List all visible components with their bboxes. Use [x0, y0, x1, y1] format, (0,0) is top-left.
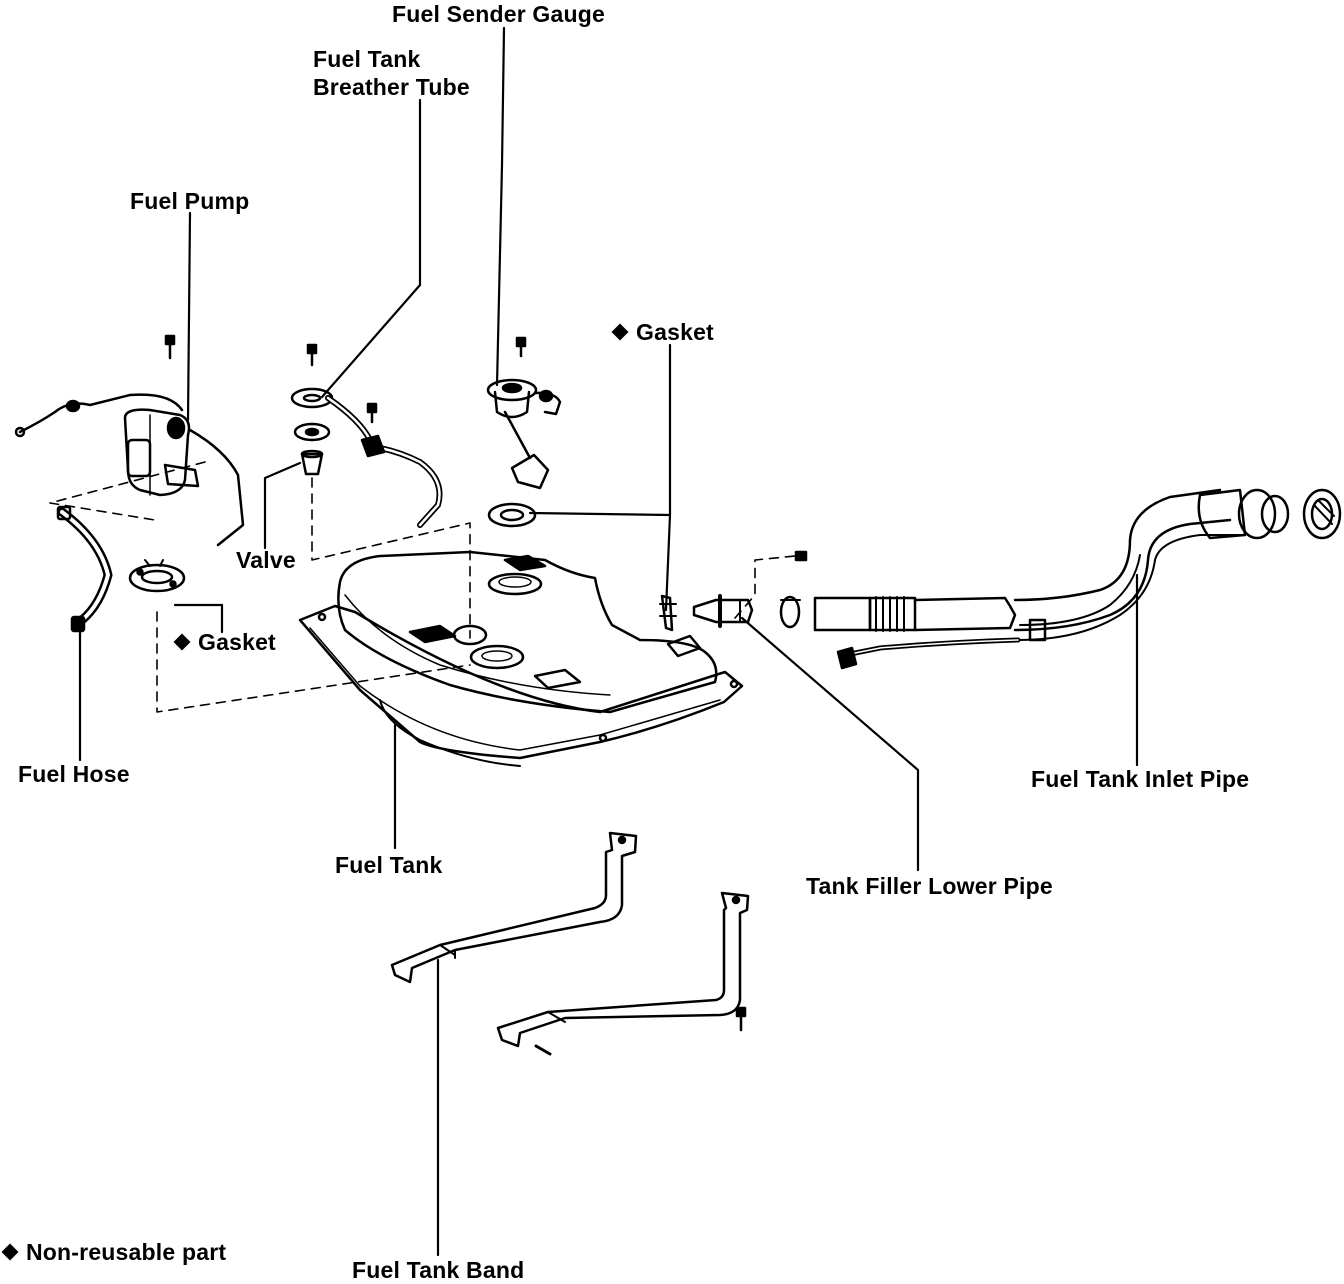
leader-breather-tube	[322, 100, 420, 397]
label-gasket-top: Gasket	[611, 318, 714, 346]
pump-bolt	[166, 336, 174, 358]
fuel-tank-band-drawing	[392, 833, 748, 1054]
small-clip	[662, 596, 672, 630]
inlet-breather-hose	[845, 640, 1018, 655]
filler-lower-pipe-drawing	[660, 552, 806, 630]
tank-body	[338, 552, 716, 712]
leader-gasket-left	[175, 605, 222, 632]
leader-fuel-sender-gauge	[497, 28, 504, 385]
leader-gasket-top-b	[666, 515, 670, 610]
breather-tube	[328, 398, 440, 525]
dash-bolt-filler	[735, 556, 795, 618]
breather-tube-drawing	[292, 345, 440, 525]
leader-gasket-top	[530, 345, 670, 515]
label-fuel-sender-gauge: Fuel Sender Gauge	[392, 1, 606, 27]
label-fuel-tank-band: Fuel Tank Band	[352, 1257, 525, 1283]
pump-harness	[20, 395, 182, 432]
fuel-pump-drawing	[16, 336, 243, 545]
dash-pump	[50, 462, 205, 520]
label-breather-tube-line1: Fuel Tank	[313, 46, 421, 72]
legend-non-reusable: Non-reusable part	[1, 1238, 226, 1266]
non-reusable-diamond-icon	[1, 1243, 19, 1261]
fuel-cap	[1304, 490, 1340, 538]
label-fuel-pump: Fuel Pump	[130, 188, 250, 214]
label-fuel-tank-inlet-pipe: Fuel Tank Inlet Pipe	[1031, 766, 1250, 792]
pump-return-tube	[190, 430, 243, 545]
valve-part	[302, 454, 322, 474]
sender-float	[512, 455, 548, 488]
label-fuel-tank: Fuel Tank	[335, 852, 443, 878]
leader-fuel-pump	[188, 213, 190, 420]
alignment-dashed-lines	[50, 462, 795, 712]
bolt-breather	[308, 345, 316, 365]
bolt-band	[737, 1008, 745, 1030]
fuel-tank-drawing	[300, 552, 742, 766]
tank-band-front	[392, 833, 636, 982]
inlet-hose-section	[815, 598, 870, 630]
gasket-left-drawing	[130, 560, 184, 591]
pump-body	[125, 410, 189, 495]
leader-filler-lower-pipe	[742, 618, 918, 870]
tank-opening-sender	[489, 574, 541, 594]
filler-neck	[1199, 490, 1245, 538]
label-gasket-left: Gasket	[173, 628, 276, 656]
bolt-filler	[796, 552, 806, 560]
fuel-tank-inlet-pipe-drawing	[815, 490, 1340, 668]
bolt-sender	[517, 338, 525, 356]
non-reusable-diamond-icon	[611, 323, 629, 341]
dash-gasket-left	[157, 612, 470, 712]
inlet-main-pipe	[915, 598, 1015, 630]
non-reusable-diamond-icon	[173, 633, 191, 651]
fuel-hose-drawing	[58, 507, 108, 631]
bolt-breather-2	[368, 404, 376, 422]
sender-arm	[505, 412, 530, 458]
dash-valve	[312, 478, 470, 638]
gasket-top-part	[489, 504, 535, 526]
tank-band-rear	[498, 893, 748, 1046]
leader-valve	[265, 463, 300, 548]
label-breather-tube-line2: Breather Tube	[313, 74, 470, 100]
label-valve: Valve	[236, 547, 296, 573]
fuel-sender-gauge-drawing	[488, 338, 560, 526]
tank-flange	[300, 606, 742, 758]
label-tank-filler-lower-pipe: Tank Filler Lower Pipe	[806, 873, 1053, 899]
label-fuel-hose: Fuel Hose	[18, 761, 130, 787]
hose-clamp	[781, 597, 799, 627]
band-pin	[536, 1046, 550, 1054]
leader-lines	[80, 28, 1137, 1255]
inlet-breather-line	[1020, 555, 1140, 625]
tank-opening-bottom	[471, 646, 523, 668]
